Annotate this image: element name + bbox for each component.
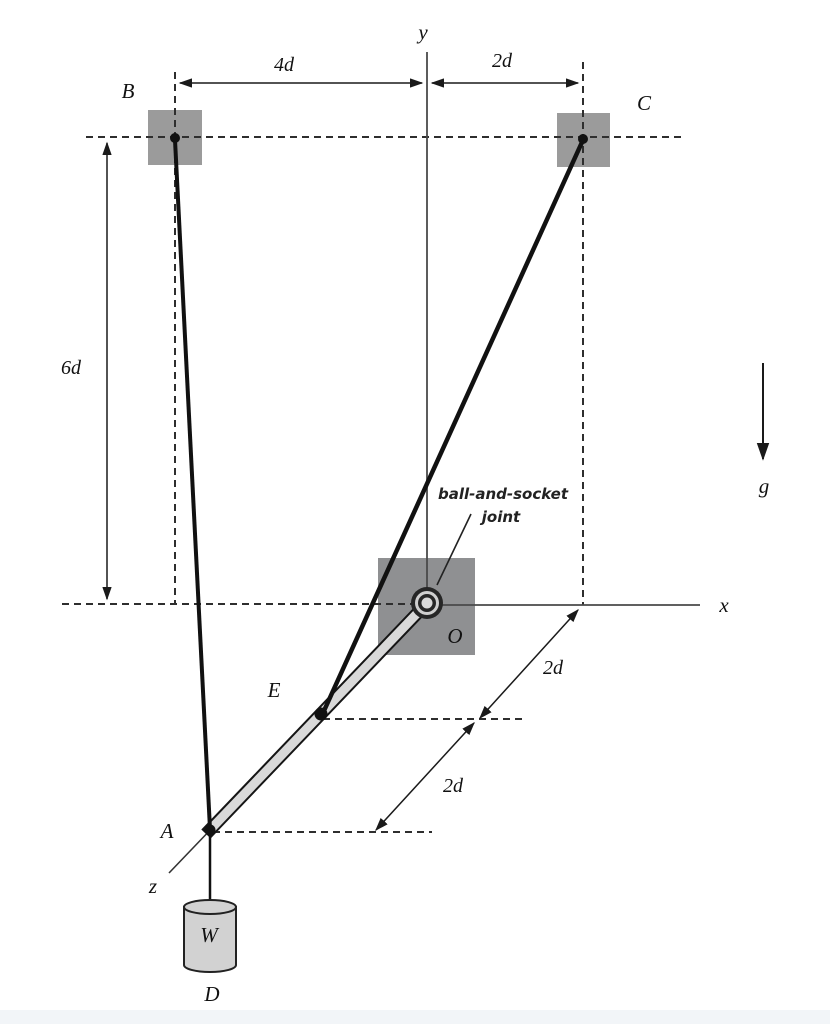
cylinder-body xyxy=(183,906,237,973)
dim-line-2d-bar-upper xyxy=(479,609,579,719)
weight-label: W xyxy=(200,923,220,947)
joint-annotation-leader xyxy=(436,513,472,586)
ball-and-socket-joint xyxy=(411,587,443,619)
footer-strip xyxy=(0,1010,830,1024)
joint-annotation-line2: joint xyxy=(480,508,521,526)
dim-label-2d-upper: 2d xyxy=(543,657,564,679)
label-c: C xyxy=(637,91,652,115)
label-d: D xyxy=(203,982,219,1006)
label-o: O xyxy=(447,624,462,648)
joint-annotation-line1: ball-and-socket xyxy=(438,485,569,503)
dim-label-2d-lower: 2d xyxy=(443,775,464,797)
dim-line-2d-bar-lower xyxy=(375,722,475,831)
y-axis-label: y xyxy=(416,20,428,44)
dimension-lines xyxy=(102,78,580,831)
dim-label-6d: 6d xyxy=(61,357,82,379)
point-b-dot xyxy=(170,133,180,143)
dim-label-4d: 4d xyxy=(274,54,295,76)
joint-ball xyxy=(421,597,433,609)
label-e: E xyxy=(267,678,281,702)
weight-cylinder xyxy=(183,899,237,973)
cylinder-top xyxy=(183,899,237,915)
gravity-label: g xyxy=(759,474,770,498)
cable-c-e xyxy=(320,139,586,714)
point-a-dot xyxy=(204,824,216,836)
x-axis-label: x xyxy=(718,593,729,617)
label-a: A xyxy=(159,819,174,843)
point-e-dot xyxy=(314,707,328,721)
label-b: B xyxy=(122,79,135,103)
cable-b-a xyxy=(173,139,212,830)
dim-label-2d-top: 2d xyxy=(492,50,513,72)
point-c-dot xyxy=(578,134,588,144)
z-axis-label: z xyxy=(148,874,157,898)
